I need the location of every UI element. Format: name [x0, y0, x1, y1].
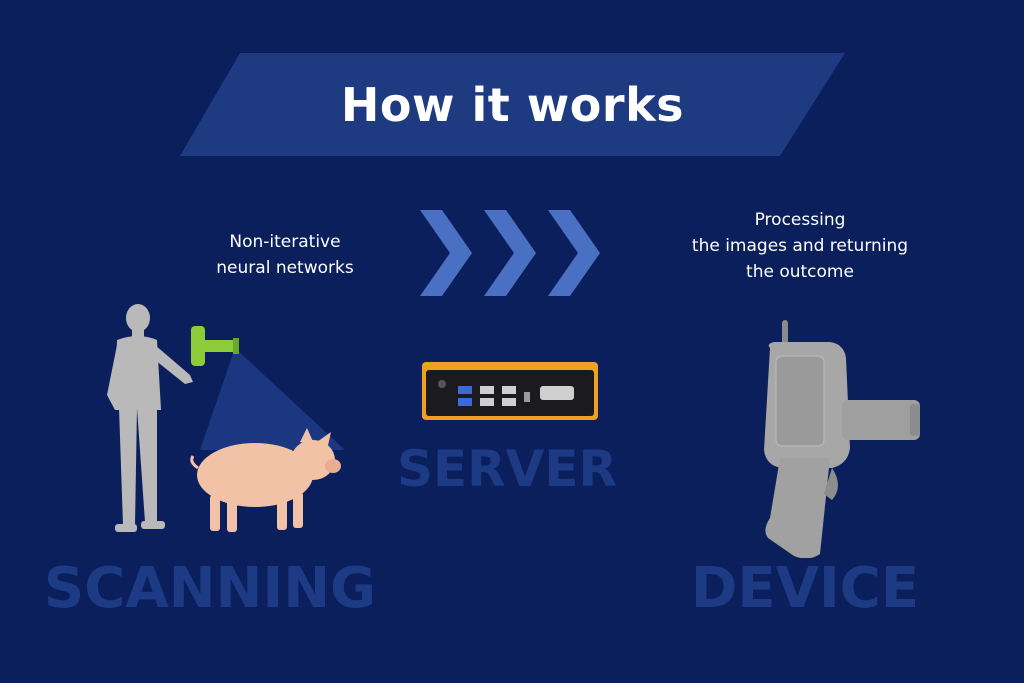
chevron-right-icon	[420, 210, 472, 296]
caption-processing: Processing the images and returning the …	[691, 210, 909, 282]
title-banner: How it works	[180, 53, 845, 156]
banner-shape	[180, 53, 845, 156]
caption-neural-networks: Non-iterative neural networks	[216, 232, 354, 278]
person-figure	[107, 304, 193, 532]
label-scanning: SCANNING	[43, 556, 377, 621]
scan-beam	[200, 348, 345, 450]
chevron-arrows	[420, 210, 600, 296]
label-server: SERVER	[396, 440, 618, 498]
pig-figure	[190, 428, 341, 532]
page-title: How it works	[340, 77, 685, 132]
chevron-right-icon	[548, 210, 600, 296]
chevron-right-icon	[484, 210, 536, 296]
label-device: DEVICE	[690, 556, 920, 621]
handheld-scanner-small	[191, 326, 239, 366]
handheld-scanner-illustration	[764, 320, 920, 558]
server-box-illustration	[422, 362, 598, 420]
person-scanning-pig-illustration	[107, 304, 345, 532]
